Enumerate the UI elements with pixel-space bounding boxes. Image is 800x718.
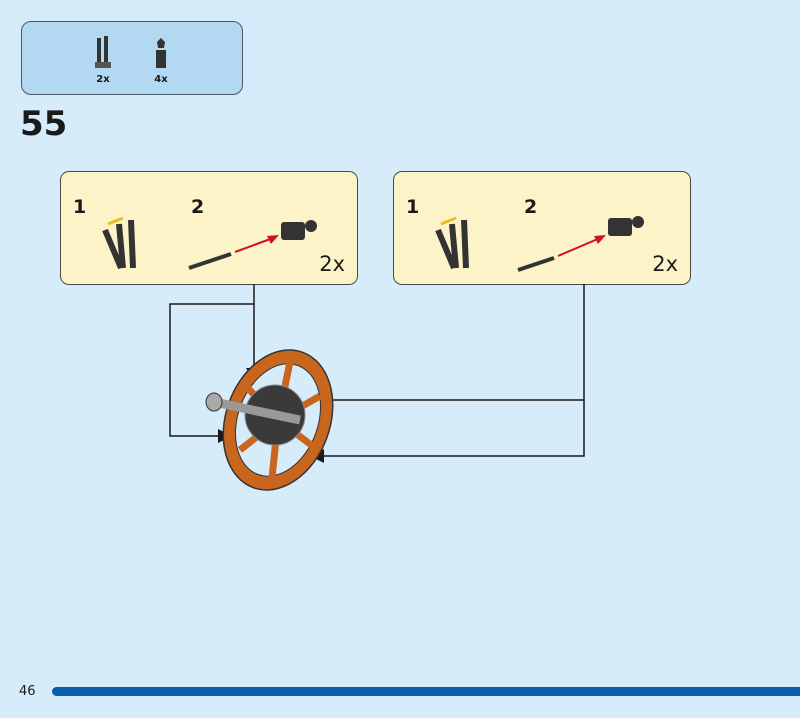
multiplier: 2x	[319, 252, 345, 276]
parts-list: 2x 4x	[21, 21, 243, 95]
connector-lines	[169, 284, 585, 457]
part-qty: 2x	[96, 74, 110, 85]
part-qty: 4x	[154, 74, 168, 85]
red-arrow	[234, 237, 274, 253]
bar-with-clips-icon	[102, 216, 136, 270]
sub-assembly-callout: 1 2 2x	[60, 171, 358, 285]
clip-connector-icon	[608, 216, 644, 236]
step-number: 55	[20, 104, 68, 144]
page-number: 46	[19, 684, 36, 699]
clip-connector-icon	[156, 38, 166, 68]
bar-with-clips-icon	[435, 216, 469, 270]
bar-icon	[517, 256, 555, 272]
part-item: 4x	[146, 34, 176, 85]
substep-number: 2	[524, 196, 538, 218]
progress-bar	[52, 687, 800, 696]
substep-number: 2	[191, 196, 205, 218]
sub-assembly-callout: 1 2 2x	[393, 171, 691, 285]
assembly-illustration	[102, 216, 317, 270]
part-item: 2x	[88, 34, 118, 85]
assembly-illustration	[435, 216, 644, 272]
bar-icon	[188, 252, 232, 270]
red-arrow	[557, 237, 601, 257]
substep-number: 1	[406, 196, 420, 218]
multiplier: 2x	[652, 252, 678, 276]
clip-connector-icon	[281, 220, 317, 240]
wheel-icon	[205, 349, 334, 491]
bar-with-clips-icon	[95, 36, 111, 68]
substep-number: 1	[73, 196, 87, 218]
